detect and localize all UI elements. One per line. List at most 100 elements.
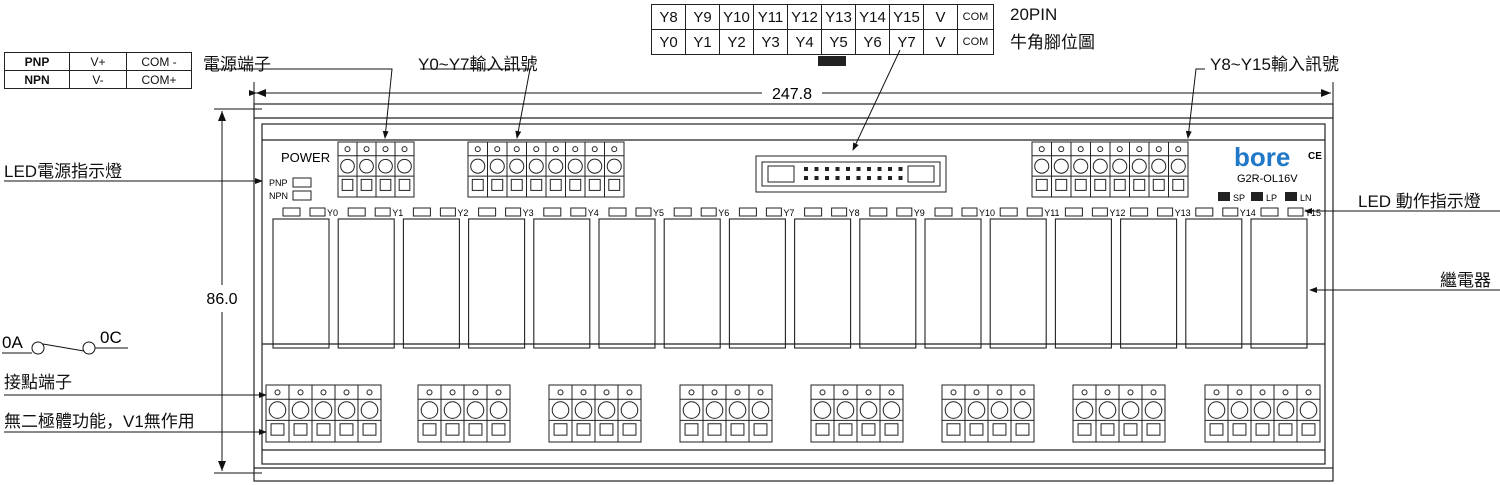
pnp-led <box>292 177 312 188</box>
channel-label: Y7 <box>783 208 794 218</box>
relay <box>859 218 917 349</box>
idc-pin <box>814 176 819 180</box>
label-input-y0-y7: Y0~Y7輸入訊號 <box>418 55 538 74</box>
label-led-power: LED電源指示燈 <box>4 162 123 181</box>
top-terminal-blocks <box>337 141 1189 198</box>
channel-led <box>673 207 692 217</box>
label-contact-terminal: 接點端子 <box>4 373 72 392</box>
contact-terminal-block <box>1204 384 1321 443</box>
idc-pin <box>877 167 882 171</box>
channel-led-aux <box>1157 207 1174 217</box>
idc-pin <box>877 176 882 180</box>
relay <box>402 218 460 349</box>
channel-led-aux <box>1287 207 1304 217</box>
channel-label: Y10 <box>979 208 995 218</box>
idc-pin <box>835 167 840 171</box>
relay <box>1120 218 1178 349</box>
relay <box>1054 218 1112 349</box>
idc-pin <box>856 176 861 180</box>
power-terminal-block <box>337 141 415 198</box>
idc-pin <box>825 167 829 171</box>
sp-led <box>1218 192 1230 201</box>
relay <box>272 218 330 349</box>
channel-led <box>1130 207 1149 217</box>
bottom-terminal-blocks <box>265 384 1321 443</box>
dimension-height-text: 86.0 <box>206 291 237 308</box>
channel-led-aux <box>700 207 717 217</box>
ln-led <box>1285 192 1297 201</box>
label-input-y8-y15: Y8~Y15輸入訊號 <box>1210 55 1339 74</box>
channel-label: Y11 <box>1044 208 1059 218</box>
channel-led-aux <box>961 207 978 217</box>
channel-led <box>934 207 953 217</box>
relay <box>1185 218 1243 349</box>
idc-pin <box>867 176 871 180</box>
pin-subtitle: 牛角腳位圖 <box>1010 33 1095 52</box>
channel-label: Y0 <box>327 208 338 218</box>
polarity-type: NPN <box>4 70 70 89</box>
channel-label: Y3 <box>523 208 534 218</box>
channel-label: Y1 <box>392 208 403 218</box>
channel-label: Y6 <box>718 208 729 218</box>
channel-led-aux <box>570 207 587 217</box>
channel-led-aux <box>374 207 391 217</box>
idc-pin <box>846 176 850 180</box>
channel-led-aux <box>635 207 652 217</box>
channel-led <box>608 207 627 217</box>
channel-led-aux <box>1026 207 1043 217</box>
pin-cell: Y6 <box>855 29 890 55</box>
idc-pin <box>825 176 829 180</box>
channel-led <box>1195 207 1214 217</box>
channel-label: Y12 <box>1109 208 1125 218</box>
channel-label: Y15 <box>1305 208 1321 218</box>
contact-terminal-block <box>548 384 642 443</box>
power-label: POWER <box>281 150 330 165</box>
channel-led-aux <box>896 207 913 217</box>
channel-led <box>543 207 562 217</box>
channel-led-aux <box>1091 207 1108 217</box>
pin-title: 20PIN <box>1010 5 1058 24</box>
contact-terminal-block <box>810 384 904 443</box>
idc-pin <box>888 167 892 171</box>
relay <box>728 218 786 349</box>
contact-terminal-block <box>417 384 511 443</box>
channel-led <box>738 207 757 217</box>
idc-pin <box>846 167 850 171</box>
channel-led-aux <box>439 207 456 217</box>
relay <box>337 218 395 349</box>
channel-led <box>804 207 823 217</box>
pin-cell: Y4 <box>787 29 822 55</box>
brand-logo: bore <box>1234 142 1290 172</box>
pin-table: Y8 Y9 Y10 Y11 Y12 Y13 Y14 Y15 V COM Y0 Y… <box>651 4 994 55</box>
pin-cell: Y7 <box>889 29 924 55</box>
model-label: G2R-OL16V <box>1237 173 1298 185</box>
relay <box>924 218 982 349</box>
pin-cell: Y10 <box>719 4 754 30</box>
idc-pins <box>804 167 903 180</box>
dimension-width <box>249 82 1334 104</box>
relay <box>468 218 526 349</box>
channel-led <box>347 207 366 217</box>
pin-cell: Y11 <box>753 4 788 30</box>
relay <box>989 218 1047 349</box>
contact-terminal-block <box>941 384 1035 443</box>
relay <box>533 218 591 349</box>
relay-row <box>272 218 1308 349</box>
channel-led-aux <box>765 207 782 217</box>
pin-cell: Y3 <box>753 29 788 55</box>
callout-lines <box>4 49 1500 435</box>
idc-pin <box>867 167 871 171</box>
channel-led <box>282 207 301 217</box>
channel-led-aux <box>831 207 848 217</box>
channel-led <box>1260 207 1279 217</box>
input-terminal-y8-y15 <box>1031 141 1189 198</box>
pin-cell: Y12 <box>787 4 822 30</box>
label-led-action: LED 動作指示燈 <box>1358 192 1481 211</box>
contact-terminal-block <box>1072 384 1166 443</box>
label-relay: 繼電器 <box>1440 271 1491 290</box>
pnp-label: PNP <box>269 178 288 188</box>
channel-label: Y13 <box>1175 208 1191 218</box>
idc-pin <box>898 167 903 171</box>
